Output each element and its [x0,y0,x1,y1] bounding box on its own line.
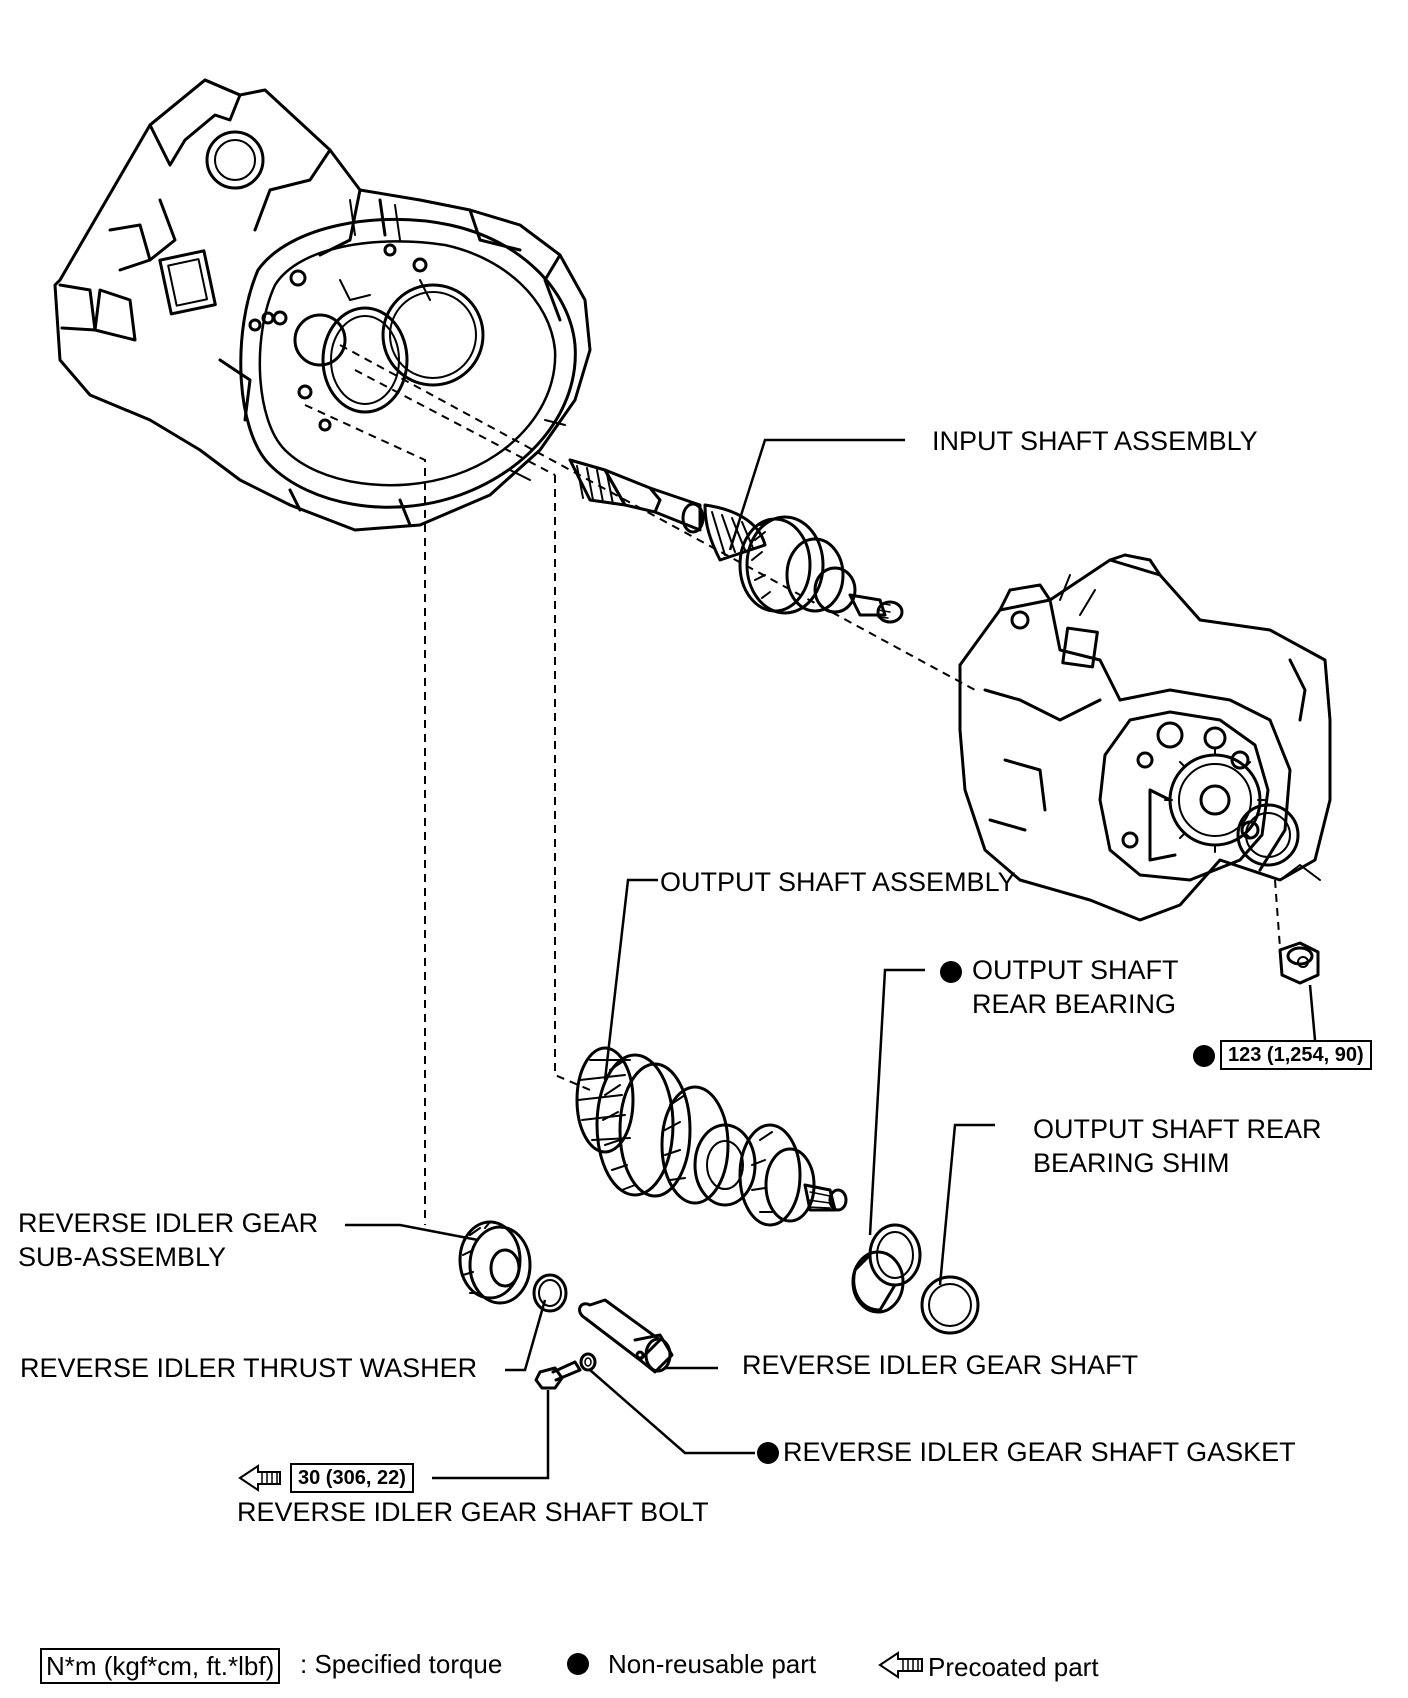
reverse-idler-shaft [578,1298,674,1374]
nonreusable-dot-gasket [757,1442,779,1464]
legend-nonreusable: Non-reusable part [608,1649,817,1679]
label-rear-bearing-2: REAR BEARING [972,989,1177,1019]
assembly-lines [304,344,1281,1225]
label-thrust-washer: REVERSE IDLER THRUST WASHER [20,1353,478,1383]
label-shaft-gasket: REVERSE IDLER GEAR SHAFT GASKET [783,1437,1296,1467]
nonreusable-dot-nut [1193,1045,1215,1067]
precoated-icon [238,1464,281,1492]
input-shaft [568,458,904,624]
label-idler-gear-1: REVERSE IDLER GEAR [18,1208,319,1238]
legend-precoated-icon [878,1651,923,1679]
transaxle-case [53,78,592,532]
label-input-shaft: INPUT SHAFT ASSEMBLY [932,426,1258,456]
label-idler-shaft: REVERSE IDLER GEAR SHAFT [742,1350,1139,1380]
thrust-washer [532,1273,568,1313]
shaft-bolt [534,1360,582,1390]
shaft-gasket [579,1352,597,1372]
torque-bolt: 30 (306, 22) [290,1463,414,1493]
legend-torque-unit: N*m (kgf*cm, ft.*lbf) [40,1648,281,1684]
reverse-idler-gear [458,1220,532,1305]
torque-nut: 123 (1,254, 90) [1220,1040,1372,1070]
label-rear-shim-2: BEARING SHIM [1033,1148,1230,1178]
label-rear-shim-1: OUTPUT SHAFT REAR [1033,1114,1322,1144]
lock-nut [1278,941,1320,985]
label-shaft-bolt: REVERSE IDLER GEAR SHAFT BOLT [237,1497,709,1527]
legend-torque-desc: : Specified torque [300,1649,503,1679]
nonreusable-dot-bearing [940,961,962,983]
rear-bearing [851,1223,922,1314]
rear-bearing-shim [920,1275,980,1335]
legend-precoated: Precoated part [928,1652,1099,1682]
label-output-shaft: OUTPUT SHAFT ASSEMBLY [660,867,1016,897]
transmission-case [958,553,1332,922]
legend-nonreusable-dot [567,1653,589,1675]
output-shaft [575,1046,848,1227]
leader-lines [345,438,1317,1480]
label-idler-gear-2: SUB-ASSEMBLY [18,1242,227,1272]
label-rear-bearing-1: OUTPUT SHAFT [972,955,1179,985]
